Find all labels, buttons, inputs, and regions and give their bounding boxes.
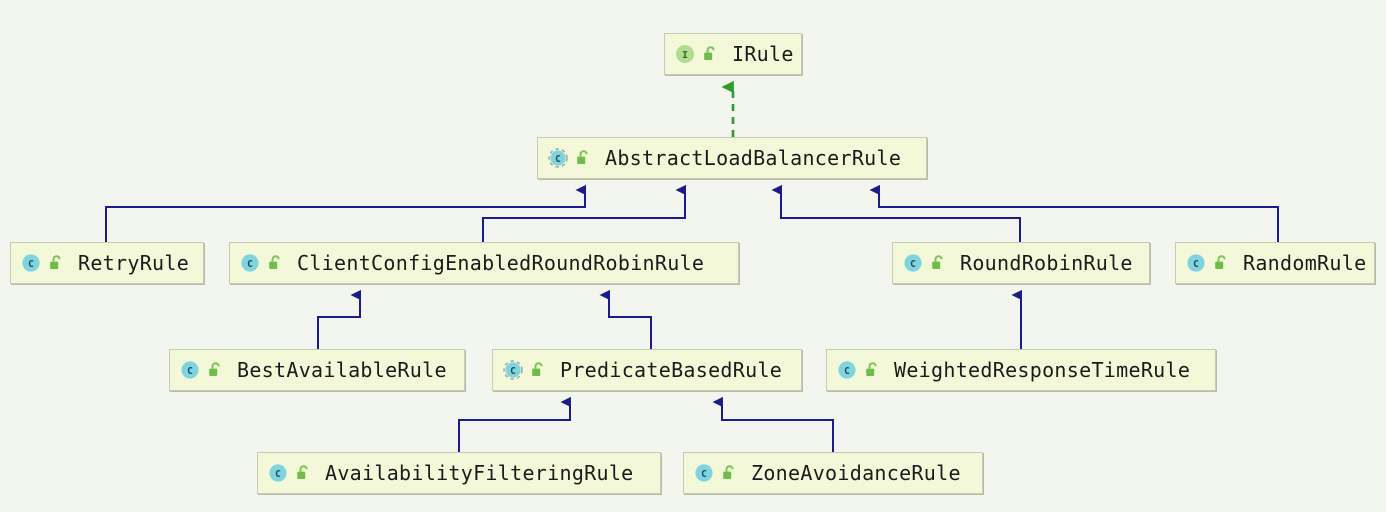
unlocked-padlock-icon — [704, 46, 715, 60]
class-icon: C — [1187, 254, 1205, 272]
svg-text:C: C — [844, 366, 850, 377]
node-icon-group: C — [548, 148, 593, 168]
class-icon: C — [22, 254, 40, 272]
unlocked-padlock-icon — [532, 362, 543, 376]
class-name-label: AbstractLoadBalancerRule — [605, 146, 902, 170]
node-icon-group: C — [1186, 253, 1231, 273]
svg-text:C: C — [247, 259, 253, 270]
unlocked-padlock-icon — [209, 362, 220, 376]
svg-text:C: C — [28, 259, 34, 270]
class-icon: C — [269, 464, 287, 482]
edge-clientconfigenabledroundrobinrule-to-abstractloadbalancerrule — [482, 184, 686, 242]
svg-text:I: I — [682, 50, 688, 61]
node-icon-group: C — [268, 463, 313, 483]
class-icon: C — [181, 361, 199, 379]
node-icon-group: C — [694, 463, 739, 483]
class-name-label: PredicateBasedRule — [560, 358, 783, 382]
edge-retryrule-to-abstractloadbalancerrule — [105, 184, 586, 242]
class-name-label: ClientConfigEnabledRoundRobinRule — [297, 251, 705, 275]
class-name-label: RetryRule — [78, 251, 190, 275]
unlocked-padlock-icon — [932, 255, 943, 269]
abstract-class-icon: C — [503, 360, 523, 380]
svg-text:C: C — [910, 259, 916, 270]
unlocked-padlock-icon — [1215, 255, 1226, 269]
abstract-class-icon: C — [548, 148, 568, 168]
svg-text:C: C — [187, 366, 193, 377]
class-icon: C — [241, 254, 259, 272]
unlocked-padlock-icon — [269, 255, 280, 269]
edge-roundrobinrule-to-abstractloadbalancerrule — [771, 184, 1021, 242]
class-node-zoneavoidancerule[interactable]: C ZoneAvoidanceRule — [683, 452, 983, 494]
node-icon-group: C — [503, 360, 548, 380]
node-icon-group: I — [675, 44, 720, 64]
class-icon: C — [695, 464, 713, 482]
class-icon: C — [904, 254, 922, 272]
class-node-roundrobinrule[interactable]: C RoundRobinRule — [892, 242, 1150, 284]
node-icon-group: C — [21, 253, 66, 273]
node-icon-group: C — [837, 360, 882, 380]
class-node-availabilityfilteringrule[interactable]: C AvailabilityFilteringRule — [257, 452, 661, 494]
class-node-weightedresponsetimerule[interactable]: C WeightedResponseTimeRule — [826, 349, 1216, 391]
edge-bestavailablerule-to-clientconfigenabledroundrobinrule — [317, 289, 361, 349]
edge-zoneavoidancerule-to-predicatebasedrule — [712, 396, 834, 452]
edge-availabilityfilteringrule-to-predicatebasedrule — [458, 396, 571, 452]
class-node-retryrule[interactable]: C RetryRule — [10, 242, 204, 284]
unlocked-padlock-icon — [866, 362, 877, 376]
class-name-label: BestAvailableRule — [237, 358, 447, 382]
svg-text:C: C — [275, 469, 281, 480]
node-icon-group: C — [240, 253, 285, 273]
unlocked-padlock-icon — [723, 465, 734, 479]
class-node-abstractloadbalancerrule[interactable]: C AbstractLoadBalancerRule — [537, 137, 927, 179]
class-name-label: AvailabilityFilteringRule — [325, 461, 634, 485]
class-name-label: RandomRule — [1243, 251, 1367, 275]
class-node-predicatebasedrule[interactable]: C PredicateBasedRule — [492, 349, 802, 391]
class-node-clientconfigenabledroundrobinrule[interactable]: C ClientConfigEnabledRoundRobinRule — [229, 242, 739, 284]
class-node-bestavailablerule[interactable]: C BestAvailableRule — [169, 349, 465, 391]
class-node-irule[interactable]: I IRule — [664, 33, 802, 75]
unlocked-padlock-icon — [297, 465, 308, 479]
svg-text:C: C — [510, 366, 516, 377]
class-name-label: WeightedResponseTimeRule — [894, 358, 1191, 382]
class-node-randomrule[interactable]: C RandomRule — [1175, 242, 1375, 284]
svg-text:C: C — [701, 469, 707, 480]
unlocked-padlock-icon — [50, 255, 61, 269]
svg-text:C: C — [555, 154, 561, 165]
interface-icon: I — [676, 45, 694, 63]
node-icon-group: C — [180, 360, 225, 380]
class-name-label: RoundRobinRule — [960, 251, 1133, 275]
edge-predicatebasedrule-to-clientconfigenabledroundrobinrule — [599, 289, 652, 349]
node-icon-group: C — [903, 253, 948, 273]
class-icon: C — [838, 361, 856, 379]
svg-text:C: C — [1193, 259, 1199, 270]
unlocked-padlock-icon — [577, 150, 588, 164]
class-name-label: IRule — [732, 42, 794, 66]
edge-randomrule-to-abstractloadbalancerrule — [869, 184, 1279, 242]
class-name-label: ZoneAvoidanceRule — [751, 461, 961, 485]
